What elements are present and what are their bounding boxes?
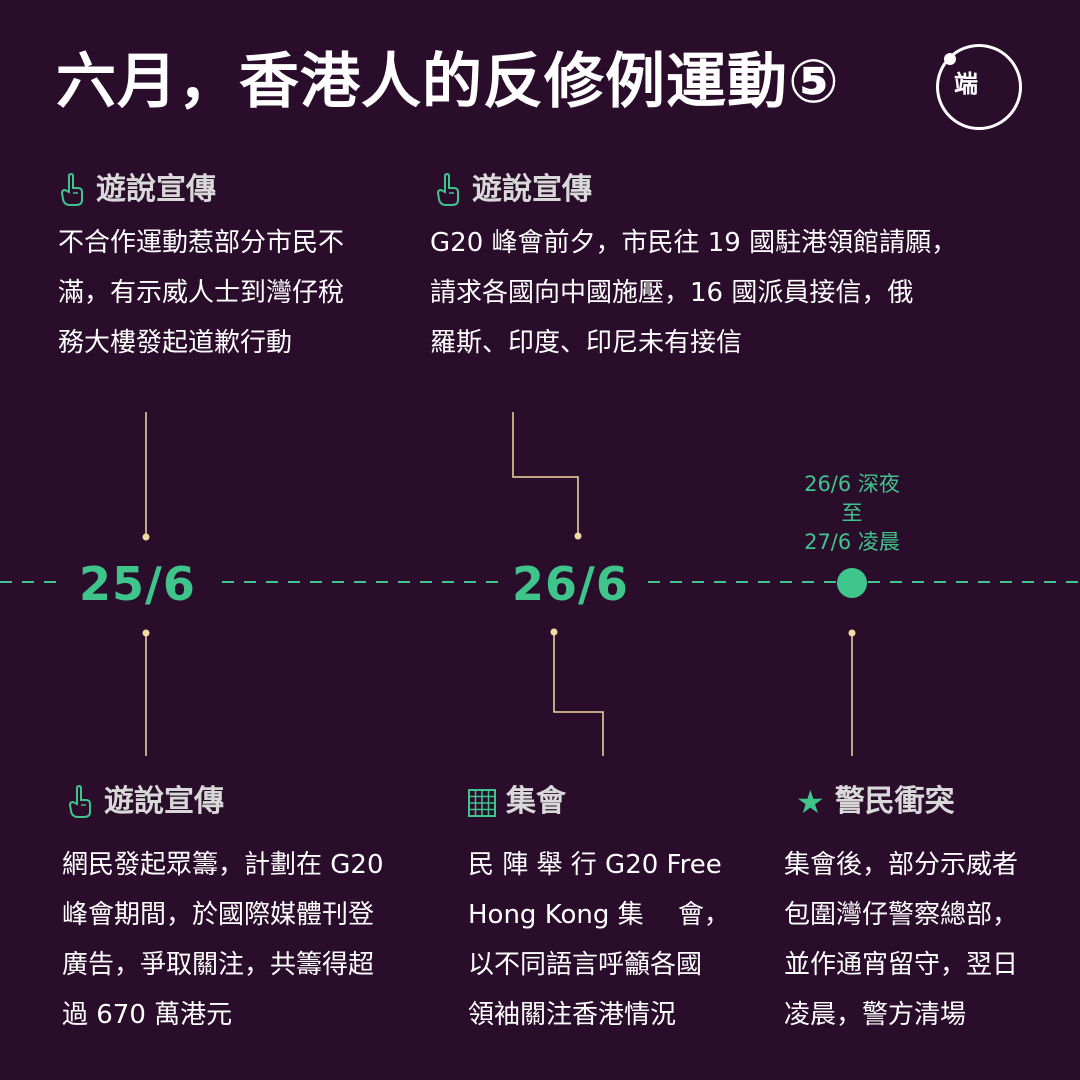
page-title: 六月，香港人的反修例運動⑤	[56, 47, 840, 117]
top-event-1: 遊說宣傳 不合作運動惹部分市民不 滿，有示威人士到灣仔稅 務大樓發起道歉行動	[58, 170, 344, 368]
hand-pointing-up-icon	[434, 172, 462, 207]
bottom-event-1: 遊說宣傳 網民發起眾籌，計劃在 G20 峰會期間，於國際媒體刊登 廣告，爭取關注…	[62, 782, 384, 1040]
bottom-event-2-line-3: 以不同語言呼籲各國	[468, 950, 703, 980]
bottom-event-3-heading: ★ 警民衝突	[796, 782, 1018, 822]
bottom-event-2-body: 民 陣 舉 行 G20 Free Hong Kong 集 會， 以不同語言呼籲各…	[468, 840, 730, 1040]
top-event-2-line-2: 請求各國向中國施壓，16 國派員接信，俄	[430, 278, 914, 308]
top-event-1-heading: 遊說宣傳	[58, 170, 344, 210]
bottom-event-2-line-4: 領袖關注香港情況	[468, 1000, 677, 1030]
star-icon: ★	[796, 783, 825, 821]
connector-dot-top-2	[574, 532, 582, 540]
top-event-1-body: 不合作運動惹部分市民不 滿，有示威人士到灣仔稅 務大樓發起道歉行動	[58, 218, 344, 368]
connector-dot-bottom-1	[142, 629, 150, 637]
logo-text: 端	[954, 70, 978, 98]
bottom-event-2-line-1: 民 陣 舉 行 G20 Free	[468, 850, 722, 880]
bottom-event-1-heading-text: 遊說宣傳	[104, 784, 224, 819]
bottom-event-1-line-3: 廣告，爭取關注，共籌得超	[62, 950, 375, 980]
hand-pointing-up-icon	[66, 784, 94, 819]
top-event-2-heading: 遊說宣傳	[434, 170, 957, 210]
bottom-event-3: ★ 警民衝突 集會後，部分示威者 包圍灣仔警察總部， 並作通宵留守，翌日 凌晨，…	[784, 782, 1018, 1040]
bottom-event-3-line-4: 凌晨，警方清場	[784, 1000, 967, 1030]
bottom-event-1-line-4: 過 670 萬港元	[62, 1000, 233, 1030]
hand-pointing-up-icon	[58, 172, 86, 207]
bottom-event-3-heading-text: 警民衝突	[834, 784, 955, 819]
top-event-2: 遊說宣傳 G20 峰會前夕，市民往 19 國駐港領館請願， 請求各國向中國施壓，…	[430, 170, 957, 368]
top-event-2-line-3: 羅斯、印度、印尼未有接信	[430, 328, 743, 358]
bottom-event-2-line-2: Hong Kong 集 會，	[468, 900, 730, 930]
top-event-1-line-3: 務大樓發起道歉行動	[58, 328, 293, 358]
bottom-event-2-heading-text: 集會	[506, 784, 566, 819]
publisher-logo: 端	[936, 44, 1022, 130]
bottom-event-1-body: 網民發起眾籌，計劃在 G20 峰會期間，於國際媒體刊登 廣告，爭取關注，共籌得超…	[62, 840, 384, 1040]
connector-dot-top-1	[142, 533, 150, 541]
top-event-1-line-1: 不合作運動惹部分市民不	[58, 228, 345, 258]
date-label-25-6: 25/6	[79, 557, 196, 611]
connector-dot-bottom-2	[550, 628, 558, 636]
bottom-event-3-line-2: 包圍灣仔警察總部，	[784, 900, 1019, 930]
connector-bottom-2	[553, 635, 604, 756]
bottom-event-3-line-3: 並作通宵留守，翌日	[784, 950, 1019, 980]
top-event-1-heading-text: 遊說宣傳	[96, 172, 216, 207]
bottom-event-2-heading: 集會	[468, 782, 730, 822]
grid-icon	[468, 788, 496, 817]
bottom-event-3-body: 集會後，部分示威者 包圍灣仔警察總部， 並作通宵留守，翌日 凌晨，警方清場	[784, 840, 1018, 1040]
night-date-label: 26/6 深夜 至 27/6 凌晨	[782, 470, 922, 557]
top-event-2-body: G20 峰會前夕，市民往 19 國駐港領館請願， 請求各國向中國施壓，16 國派…	[430, 218, 957, 368]
bottom-event-1-line-2: 峰會期間，於國際媒體刊登	[62, 900, 375, 930]
timeline-node-night	[837, 568, 867, 598]
logo-dot	[944, 53, 956, 65]
top-event-2-heading-text: 遊說宣傳	[472, 172, 592, 207]
bottom-event-3-line-1: 集會後，部分示威者	[784, 850, 1019, 880]
bottom-event-1-heading: 遊說宣傳	[66, 782, 384, 822]
connector-top-2	[512, 412, 579, 534]
night-date-start: 26/6 深夜	[804, 472, 900, 496]
top-event-1-line-2: 滿，有示威人士到灣仔稅	[58, 278, 345, 308]
connector-dot-bottom-3	[848, 629, 856, 637]
date-label-26-6: 26/6	[512, 557, 629, 611]
bottom-event-2: 集會 民 陣 舉 行 G20 Free Hong Kong 集 會， 以不同語言…	[468, 782, 730, 1040]
bottom-event-1-line-1: 網民發起眾籌，計劃在 G20	[62, 850, 384, 880]
top-event-2-line-1: G20 峰會前夕，市民往 19 國駐港領館請願，	[430, 228, 958, 258]
night-date-end: 27/6 凌晨	[804, 530, 900, 554]
night-date-to: 至	[841, 501, 863, 525]
